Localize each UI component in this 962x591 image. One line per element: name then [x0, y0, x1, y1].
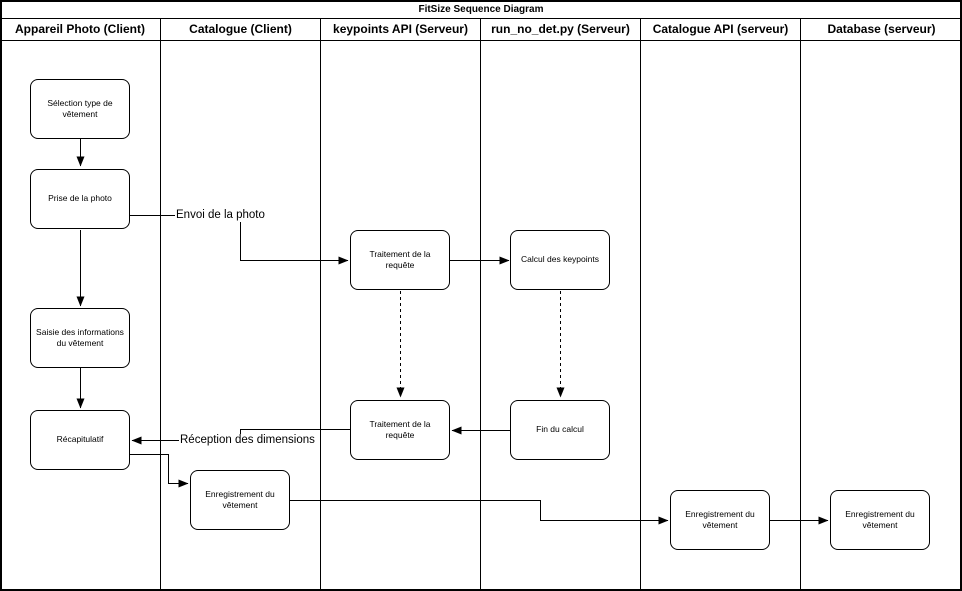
node-enregistrement-catalogue: Enregistrement du vêtement — [190, 470, 290, 530]
node-prise-de-la-photo: Prise de la photo — [30, 169, 130, 229]
node-recapitulatif: Récapitulatif — [30, 410, 130, 470]
node-enregistrement-database: Enregistrement du vêtement — [830, 490, 930, 550]
lane-header-keypoints-api: keypoints API (Serveur) — [333, 22, 468, 36]
lane-header-catalogue-client: Catalogue (Client) — [189, 22, 292, 36]
lane-header-catalogue-api: Catalogue API (serveur) — [652, 22, 789, 36]
arrow-enregistrement-to-catalogue-api — [290, 500, 669, 525]
node-saisie-informations: Saisie des informations du vêtement — [30, 308, 130, 368]
lane-header-appareil-photo: Appareil Photo (Client) — [15, 22, 145, 36]
node-traitement-requete-retour: Traitement de la requête — [350, 400, 450, 460]
message-label-reception-dimensions: Réception des dimensions — [179, 434, 316, 447]
node-selection-type-vetement: Sélection type de vêtement — [30, 79, 130, 139]
node-fin-du-calcul: Fin du calcul — [510, 400, 610, 460]
arrow-envoi-photo — [130, 215, 349, 265]
node-enregistrement-catalogue-api: Enregistrement du vêtement — [670, 490, 770, 550]
node-calcul-des-keypoints: Calcul des keypoints — [510, 230, 610, 290]
lane-header-database: Database (serveur) — [827, 22, 936, 36]
message-label-envoi-photo: Envoi de la photo — [175, 209, 266, 222]
node-traitement-requete-aller: Traitement de la requête — [350, 230, 450, 290]
diagram-title: FitSize Sequence Diagram — [418, 3, 544, 15]
lane-header-run-no-det: run_no_det.py (Serveur) — [491, 22, 630, 36]
arrow-recapitulatif-to-enregistrement — [130, 454, 189, 488]
